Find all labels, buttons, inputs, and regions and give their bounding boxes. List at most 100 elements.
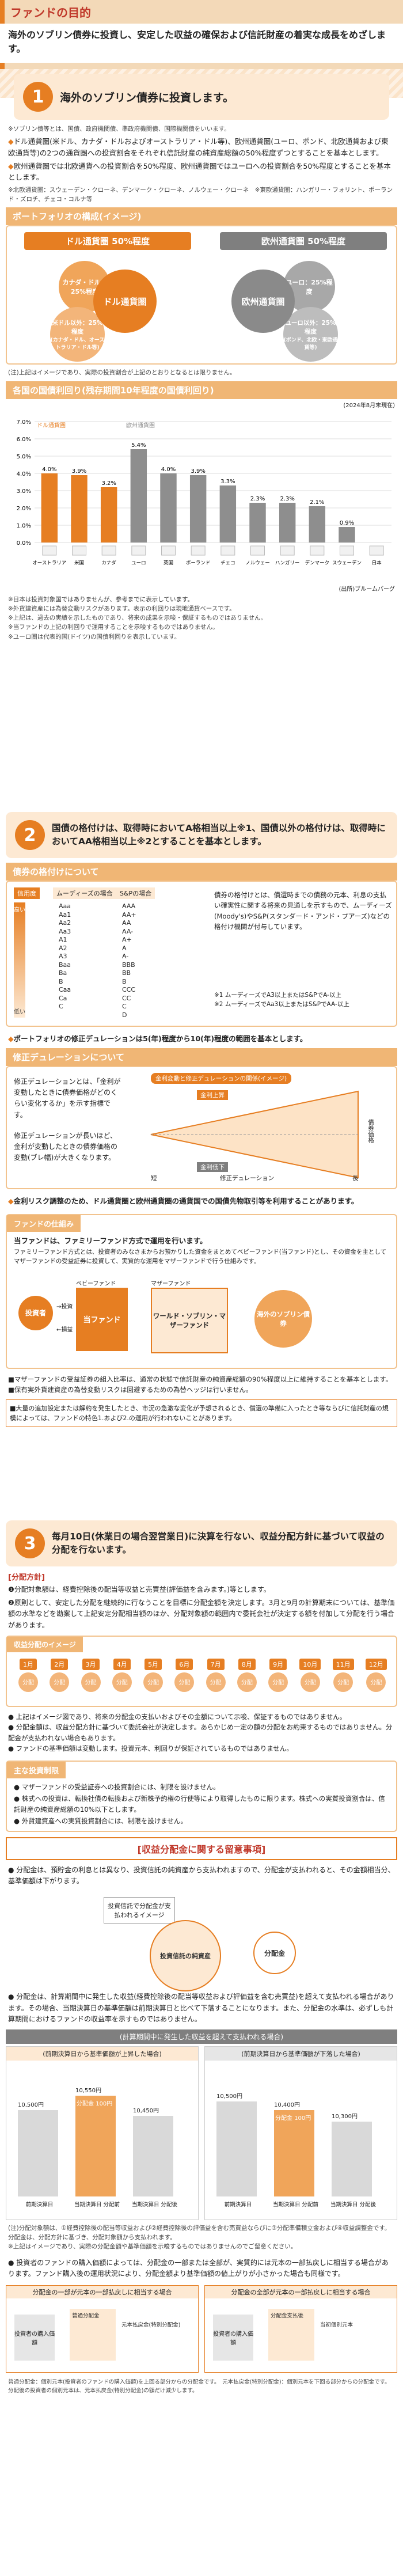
feature-1-note-mid: ※北欧通貨圏：スウェーデン・クローネ、デンマーク・クローネ、ノルウェー・クローネ… xyxy=(8,186,393,203)
rating-sp: BBB xyxy=(122,961,135,969)
month-item: 1月分配 xyxy=(18,1658,38,1692)
data-label: 4.0% xyxy=(161,466,176,473)
fund-notice: ■大量の追加設定または解約を発生したとき、市況の急激な変化が予想されるとき、償還… xyxy=(6,1399,397,1428)
chart-title-bar: 各国の国債利回り(残存期間10年程度の国債利回り) xyxy=(6,381,397,399)
category-label: チェコ xyxy=(220,560,235,566)
distribution-coin-icon: 分配 xyxy=(237,1672,257,1692)
data-label: 3.9% xyxy=(191,468,205,475)
limits-title: 主な投資制限 xyxy=(7,1762,66,1779)
refund-box-2: 分配金の全部が元本の一部払戻しに相当する場合 投資者の購入価額 分配金支払後 当… xyxy=(204,2285,397,2373)
duration-axis: 修正デュレーション xyxy=(220,1175,275,1182)
duration-title: 修正デュレーションについて xyxy=(6,1048,397,1066)
case-2-post-value: 10,300円 xyxy=(332,2113,358,2120)
case-1-pre-label: 前期決算日 xyxy=(25,2201,54,2208)
flag-icon xyxy=(42,545,57,556)
duration-diagram-label: 金利変動と修正デュレーションの関係(イメージ) xyxy=(151,1073,292,1084)
dist-circle: 分配金 xyxy=(253,1932,296,1975)
hedge-bullet: ◆金利リスク調整のため、ドル通貨圏と欧州通貨圏の通貨国での国債先物取引等を利用す… xyxy=(8,1197,359,1205)
bullet-icon: ◆ xyxy=(8,1197,14,1205)
case-2-cur-value: 10,400円 xyxy=(274,2101,300,2108)
category-label: 英国 xyxy=(164,560,173,566)
case-2-bar-pre xyxy=(216,2101,257,2196)
distribution-coin-icon: 分配 xyxy=(300,1672,320,1692)
policy-heading: [分配方針] xyxy=(8,1573,45,1582)
data-label: 3.9% xyxy=(72,468,86,475)
flag-icon xyxy=(161,545,176,556)
refund-box-2-title: 分配金の全部が元本の一部払戻しに相当する場合 xyxy=(205,2286,397,2299)
month-label: 7月 xyxy=(207,1658,225,1670)
limits-list: ● マザーファンドの受益証券への投資割合には、制限を設けません。 ● 株式への投… xyxy=(14,1783,385,1825)
y-tick-label: 5.0% xyxy=(17,454,31,460)
purpose-heading: ファンドの目的 xyxy=(0,0,403,24)
month-item: 3月分配 xyxy=(81,1658,101,1692)
rating-moodys: B xyxy=(59,977,63,985)
rating-moodys: Aa1 xyxy=(59,910,71,919)
distribution-coin-icon: 分配 xyxy=(112,1672,132,1692)
case-2-cur-label: 当期決算日 分配前 xyxy=(272,2201,319,2208)
fund-structure-bullet: 当ファンドは、ファミリーファンド方式で運用を行います。 xyxy=(14,1236,207,1245)
y-tick-label: 3.0% xyxy=(17,488,31,495)
month-label: 5月 xyxy=(145,1658,162,1670)
month-item: 2月分配 xyxy=(50,1658,70,1692)
chart-notes: ※日本は投資対象国ではありませんが、参考までに表示しています。 ※外貨建資産には… xyxy=(8,595,267,640)
distribution-coin-icon: 分配 xyxy=(81,1672,101,1692)
month-label: 8月 xyxy=(238,1658,256,1670)
duration-panel: 修正デュレーションとは、「金利が変動したときに債券価格がどのくらい変化するか」を… xyxy=(6,1066,397,1189)
duration-long: 長 xyxy=(352,1175,359,1182)
moodys-label: ムーディーズの場合 xyxy=(53,887,116,899)
month-item: 10月分配 xyxy=(299,1658,321,1692)
rating-moodys: Aa3 xyxy=(59,927,71,935)
case-1-bar-post xyxy=(133,2115,173,2196)
bar-3 xyxy=(130,449,147,542)
case-2-bar-post xyxy=(332,2121,372,2196)
bullet-icon: ◆ xyxy=(8,137,14,146)
flag-icon xyxy=(220,545,235,556)
distribution-image-title: 収益分配のイメージ xyxy=(7,1636,83,1652)
bar-9 xyxy=(309,506,326,542)
flag-icon xyxy=(131,545,146,556)
rating-moodys: A2 xyxy=(59,944,67,952)
case-1-cur-label: 当期決算日 分配前 xyxy=(74,2201,120,2208)
duration-short: 短 xyxy=(151,1175,157,1182)
case-note: (注)分配対象額は、①経費控除後の配当等収益および②経費控除後の評価益を含む売買… xyxy=(8,2224,391,2251)
category-label: 米国 xyxy=(74,560,84,566)
feature-1-title-box: 1 海外のソブリン債券に投資します。 xyxy=(14,74,389,120)
euro-zone-head: 欧州通貨圏 50%程度 xyxy=(220,232,387,251)
refund-box-1-buy: 投資者の購入価額 xyxy=(14,2315,55,2361)
feature-1-bullet-1: ◆ドル通貨圏(米ドル、カナダ・ドルおよびオーストラリア・ドル等)、欧州通貨圏(ユ… xyxy=(8,137,389,157)
group-label: 欧州通貨圏 xyxy=(126,422,155,429)
trust-bubble: 投資信託で分配金が支払われるイメージ xyxy=(104,1897,175,1924)
rating-sp: CCC xyxy=(122,986,136,993)
rating-sp: A xyxy=(122,944,127,952)
case-1-bar-cur xyxy=(75,2095,116,2196)
distribution-coin-icon: 分配 xyxy=(174,1672,195,1692)
feature-2-title-box: 2 国債の格付けは、取得時においてA格相当以上※1、国債以外の格付けは、取得時に… xyxy=(6,812,397,858)
mother-fund-box: ワールド・ソブリン・マザーファンド xyxy=(151,1287,228,1353)
category-label: ユーロ xyxy=(131,560,146,566)
distribution-coin-icon: 分配 xyxy=(333,1672,353,1692)
rating-sp: AA- xyxy=(122,927,134,935)
ratings-notes: ※1 ムーディーズでA3以上またはS&PでA-以上 ※2 ムーディーズでAa3以… xyxy=(214,992,349,1008)
group-label: ドル通貨圏 xyxy=(37,422,66,429)
feature-2-number: 2 xyxy=(15,820,45,850)
fund-structure-title: ファンドの仕組み xyxy=(7,1215,81,1232)
ratings-explain: 債券の格付けとは、債還時までの債務の元本、利息の支払い確実性に関する将来の見通し… xyxy=(214,891,392,931)
month-label: 11月 xyxy=(332,1658,354,1670)
data-label: 3.2% xyxy=(101,480,116,487)
duration-text-2: 修正デュレーションが長いほど、金利が変動したときの債券価格の変動(ブレ幅)が大き… xyxy=(14,1132,118,1162)
category-label: 日本 xyxy=(372,560,382,566)
flag-icon xyxy=(340,545,354,556)
rating-sp: AA+ xyxy=(122,910,136,919)
month-label: 1月 xyxy=(20,1658,37,1670)
month-item: 6月分配 xyxy=(174,1658,195,1692)
refund-box-row: 分配金の一部が元本の一部払戻しに相当する場合 投資者の購入価額 普通分配金 元本… xyxy=(6,2285,397,2373)
rating-moodys: Aa2 xyxy=(59,919,71,927)
rating-moodys: A3 xyxy=(59,953,67,960)
month-label: 4月 xyxy=(113,1658,131,1670)
chart-source: (出所)ブルームバーグ xyxy=(339,586,395,593)
rating-moodys: Aaa xyxy=(59,902,71,910)
duration-diagram xyxy=(150,1090,359,1179)
feature-1-number: 1 xyxy=(23,82,53,112)
